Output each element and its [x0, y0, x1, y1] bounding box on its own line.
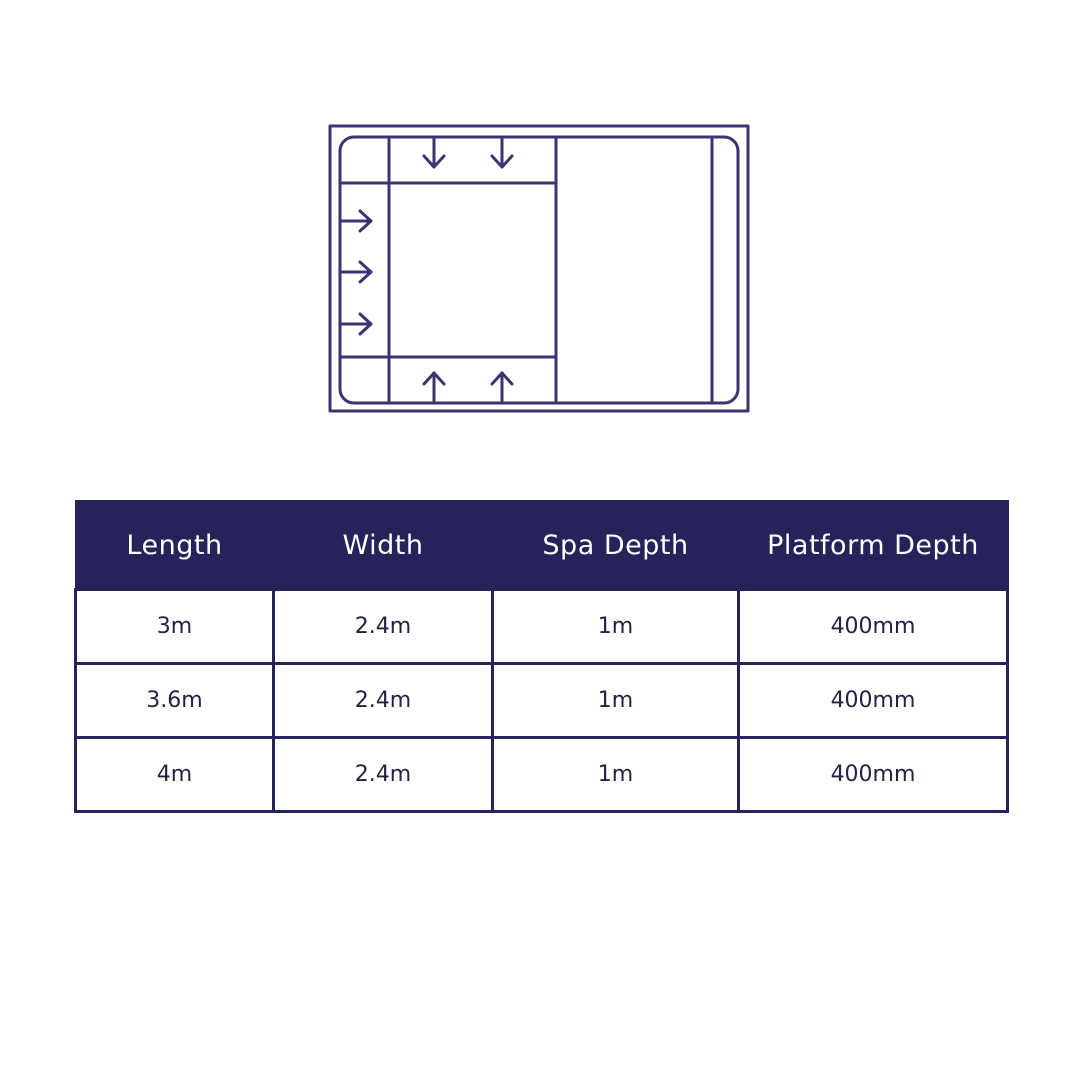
- table-header-row: Length Width Spa Depth Platform Depth: [74, 500, 1009, 591]
- table-row: 4m 2.4m 1m 400mm: [74, 736, 1009, 813]
- pool-inner-shell: [338, 135, 740, 405]
- table-row: 3m 2.4m 1m 400mm: [74, 588, 1009, 665]
- cell-length: 4m: [74, 736, 275, 813]
- table-row: 3.6m 2.4m 1m 400mm: [74, 662, 1009, 739]
- cell-width: 2.4m: [272, 662, 494, 739]
- arrow-right-icon: [340, 260, 373, 284]
- header-platform-depth: Platform Depth: [737, 500, 1009, 591]
- arrow-right-icon: [340, 312, 373, 336]
- arrow-down-icon: [490, 137, 514, 169]
- cell-platform-depth: 400mm: [737, 662, 1009, 739]
- pool-outer-frame: [328, 124, 750, 413]
- dimensions-table: Length Width Spa Depth Platform Depth 3m…: [74, 500, 1009, 813]
- header-spa-depth: Spa Depth: [491, 500, 740, 591]
- cell-platform-depth: 400mm: [737, 588, 1009, 665]
- arrow-down-icon: [422, 137, 446, 169]
- cell-width: 2.4m: [272, 736, 494, 813]
- arrow-up-icon: [490, 371, 514, 403]
- cell-spa-depth: 1m: [491, 736, 740, 813]
- cell-length: 3.6m: [74, 662, 275, 739]
- header-length: Length: [74, 500, 275, 591]
- arrow-right-icon: [340, 209, 373, 233]
- cell-platform-depth: 400mm: [737, 736, 1009, 813]
- arrow-up-icon: [422, 371, 446, 403]
- cell-width: 2.4m: [272, 588, 494, 665]
- cell-spa-depth: 1m: [491, 588, 740, 665]
- pool-layout-diagram: [328, 124, 750, 413]
- cell-length: 3m: [74, 588, 275, 665]
- header-width: Width: [272, 500, 494, 591]
- cell-spa-depth: 1m: [491, 662, 740, 739]
